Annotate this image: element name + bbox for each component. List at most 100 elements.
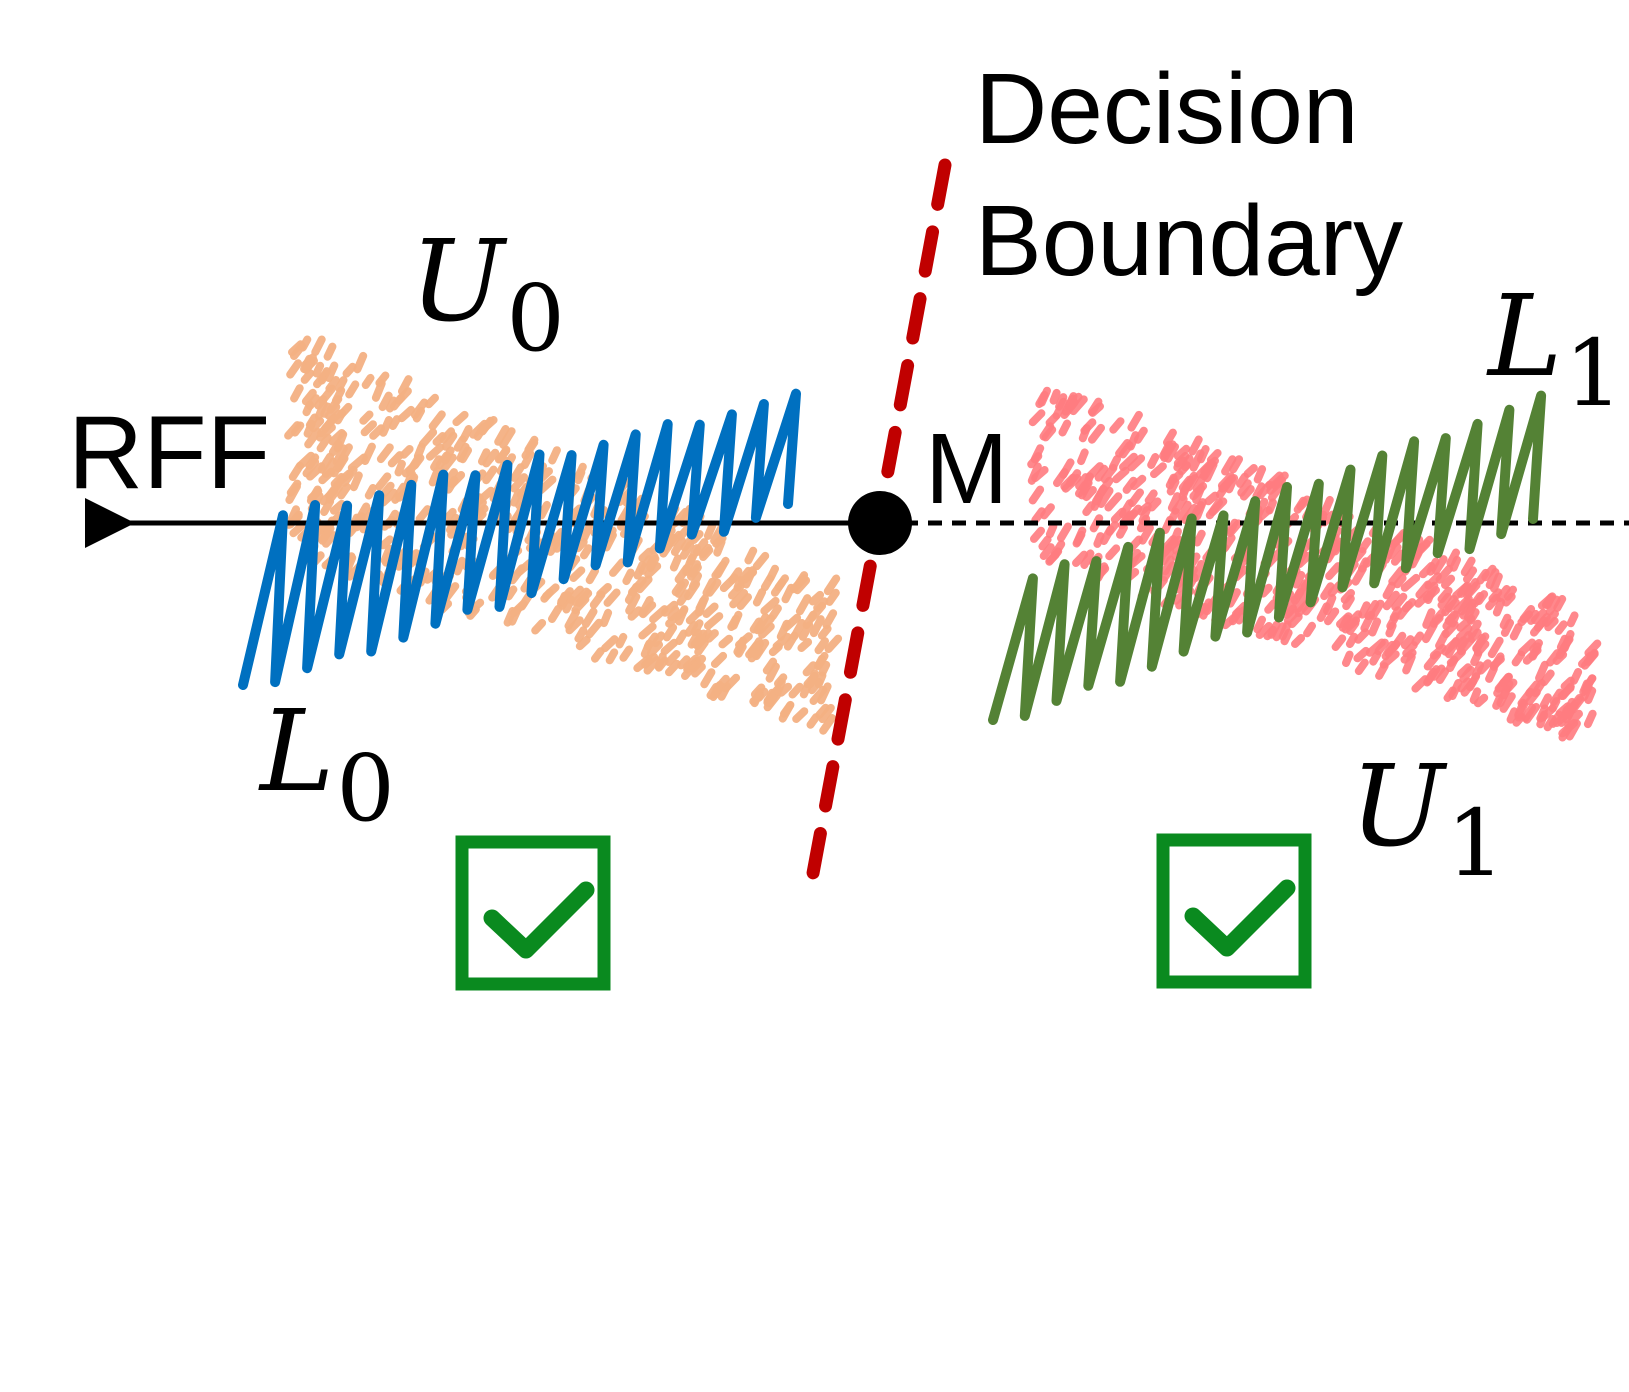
cluster-dot [601,635,619,653]
cluster-dot [1217,472,1235,490]
cluster-dot [418,428,438,448]
cluster-dot [1560,676,1575,691]
cluster-dot [1253,465,1267,484]
cluster-dot [1291,634,1306,648]
cluster-dot [1446,648,1466,667]
cluster-dot [428,410,446,431]
cluster-dot [1088,402,1104,417]
cluster-dot [1072,550,1089,567]
cluster-dot [510,488,523,507]
cluster-dot [325,376,340,393]
cluster-dot [330,473,346,488]
cluster-dot [752,551,770,571]
cluster-dot [692,538,709,557]
cluster-dot [1294,590,1311,613]
cluster-dot [1256,480,1274,500]
cluster-dot [736,593,752,610]
cluster-dot [815,703,830,719]
cluster-dot [565,616,584,635]
cluster-dot [1489,652,1505,671]
cluster-dot [633,561,647,580]
cluster-dot [1444,598,1460,613]
cluster-dot [1288,612,1303,629]
cluster-dot [1400,573,1421,592]
cluster-dot [1525,688,1541,706]
cluster-dot [1055,393,1068,411]
cluster-dot [1119,452,1138,471]
cluster-dot [660,638,679,656]
cluster-dot [1178,480,1192,501]
cluster-dot [369,424,386,440]
cluster-dot [380,544,394,565]
cluster-dot [441,431,458,451]
cluster-dot [691,662,706,678]
cluster-dot [641,652,659,669]
cluster-dot [360,420,377,437]
cluster-dot [1031,466,1049,483]
cluster-dot [1093,532,1105,548]
cluster-dot [494,425,510,446]
cluster-dot [1264,599,1278,614]
cluster-dot [1345,632,1359,648]
cluster-dot [1473,693,1489,708]
cluster-dot [531,619,547,635]
cluster-dot [1150,462,1167,479]
cluster-dot [1476,568,1490,585]
cluster-dot [1402,653,1416,675]
cluster-dot [745,641,761,659]
cluster-dot [1553,595,1567,612]
cluster-dot [1390,549,1406,566]
cluster-dot [1389,606,1402,622]
cluster-dot [1116,523,1128,539]
cluster-dot [375,371,390,387]
cluster-dot [1028,485,1045,505]
cluster-dot [1138,523,1154,545]
cluster-dot [1320,495,1334,517]
cluster-dot [1166,535,1184,551]
cluster-dot [799,682,812,699]
cluster-dot [675,605,689,626]
cluster-dot [585,618,604,639]
cluster-dot [399,445,414,459]
cluster-dot [302,458,320,478]
cluster-dot [1560,630,1575,653]
cluster-dot [591,647,605,663]
cluster-dot [1435,667,1450,684]
cluster-dot [823,574,841,596]
cluster-dot [1531,608,1548,625]
cluster-dot [562,595,576,614]
cluster-dot [1570,668,1583,685]
cluster-dot [1237,479,1252,497]
cluster-dot [1452,582,1471,600]
cluster-dot [1545,595,1561,616]
cluster-dot [442,582,460,602]
cluster-dot [340,465,358,487]
cluster-dot [1528,642,1542,661]
cluster-dot [1167,492,1182,512]
cluster-dot [453,435,467,452]
cluster-dot [704,629,719,643]
cluster-dot [1320,582,1335,601]
cluster-dot [602,531,617,552]
cluster-dot [665,612,681,628]
cluster-dot [457,532,471,551]
cluster-dot [444,476,459,494]
cluster-dot [1080,418,1097,435]
cluster-dot [347,453,368,472]
cluster-dot [625,592,641,615]
cluster-dot [469,419,489,439]
cluster-dot [1112,466,1130,484]
cluster-dot [1192,472,1208,493]
cluster-dot [806,713,820,729]
cluster-dot [1390,631,1407,651]
cluster-dot [1193,498,1207,521]
cluster-dot [574,626,588,643]
cluster-dot [1088,423,1105,444]
cluster-dot [1221,455,1237,476]
cluster-dot [428,466,442,487]
cluster-dot [1517,638,1537,657]
cluster-dot [808,590,825,606]
cluster-dot [1058,419,1072,437]
cluster-dot [316,433,332,453]
cluster-dot [1536,710,1549,729]
